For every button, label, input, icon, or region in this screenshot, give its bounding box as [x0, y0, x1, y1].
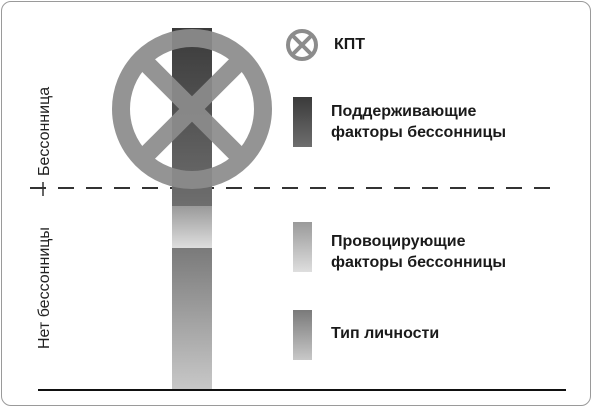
legend-personality-swatch: [293, 310, 312, 360]
column-precipitating-segment: [172, 206, 212, 248]
axis-label-no-insomnia: Нет бессонницы: [36, 227, 53, 349]
axis-label-insomnia: Бессонница: [36, 86, 53, 176]
legend-maintaining-swatch: [293, 97, 312, 147]
legend-maintaining-label: Поддерживающие факторы бессонницы: [331, 103, 506, 141]
cbt-block-symbol: [112, 29, 272, 189]
legend-cbt-label: КПТ: [334, 36, 366, 53]
legend-personality-label: Тип личности: [331, 325, 440, 342]
legend-precipitating-label: Провоцирующие факторы бессонницы: [331, 233, 506, 271]
column-personality-segment: [172, 248, 212, 390]
legend-cbt-icon: [286, 29, 318, 61]
legend-precipitating-swatch: [293, 222, 312, 272]
